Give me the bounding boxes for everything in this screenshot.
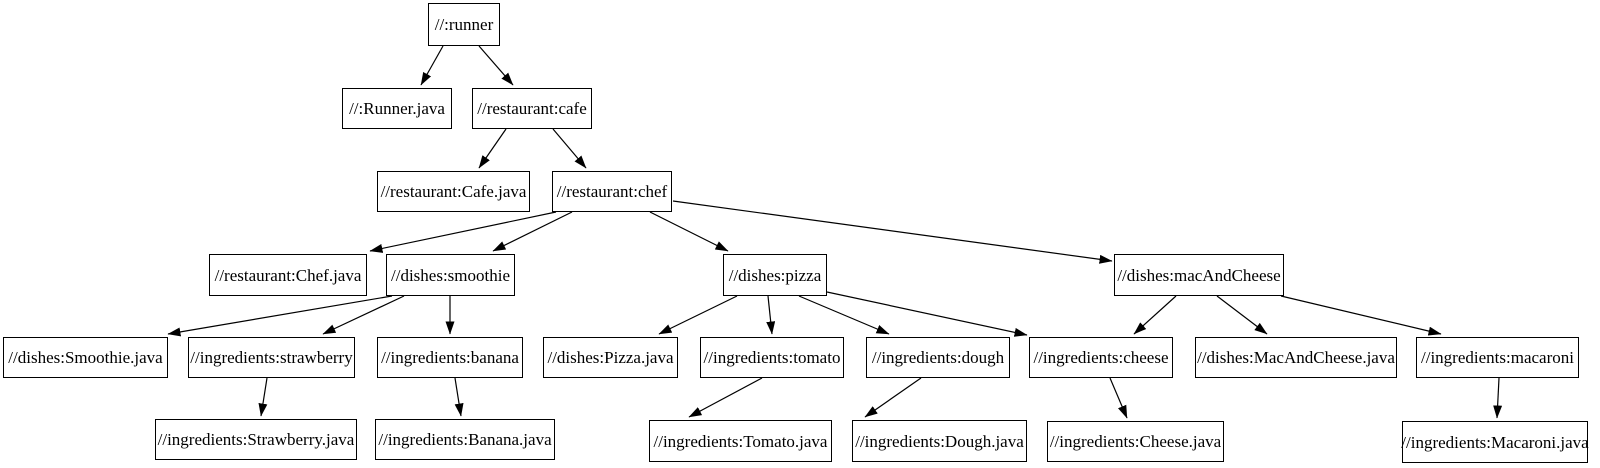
graph-node-macaroni_java: //ingredients:Macaroni.java	[1401, 421, 1589, 463]
graph-node-strawberry_java: //ingredients:Strawberry.java	[155, 419, 357, 460]
graph-node-cafe_java: //restaurant:Cafe.java	[377, 171, 530, 212]
edge-banana-to-banana_java	[454, 377, 464, 417]
graph-node-dough: //ingredients:dough	[866, 337, 1010, 378]
graph-node-cafe: //restaurant:cafe	[472, 88, 592, 129]
graph-node-runner_java: //:Runner.java	[342, 88, 452, 129]
graph-node-mac_and_cheese: //dishes:macAndCheese	[1114, 254, 1284, 296]
edge-runner-to-runner_java	[420, 45, 444, 86]
graph-node-strawberry: //ingredients:strawberry	[188, 337, 355, 378]
edge-chef-to-smoothie	[492, 211, 573, 252]
edge-cafe-to-chef	[552, 128, 587, 169]
edge-macaroni-to-macaroni_java	[1493, 377, 1503, 419]
edge-chef-to-pizza	[649, 211, 729, 252]
edge-mac_and_cheese-to-macaroni	[1280, 295, 1442, 336]
graph-node-smoothie: //dishes:smoothie	[386, 254, 515, 296]
edge-cheese-to-cheese_java	[1109, 377, 1128, 419]
edge-tomato-to-tomato_java	[688, 377, 763, 418]
graph-node-pizza: //dishes:pizza	[723, 254, 827, 296]
graph-node-pizza_java: //dishes:Pizza.java	[543, 337, 678, 378]
edge-dough-to-dough_java	[864, 377, 922, 418]
graph-node-tomato: //ingredients:tomato	[700, 337, 844, 378]
edge-strawberry-to-strawberry_java	[258, 377, 268, 417]
graph-node-banana: //ingredients:banana	[377, 337, 523, 378]
edge-smoothie-to-strawberry	[322, 295, 405, 335]
graph-node-macaroni: //ingredients:macaroni	[1416, 337, 1579, 378]
edge-chef-to-mac_and_cheese	[672, 200, 1113, 264]
edge-smoothie-to-smoothie_java	[167, 295, 393, 337]
graph-node-runner: //:runner	[428, 3, 500, 46]
graph-node-banana_java: //ingredients:Banana.java	[375, 419, 555, 460]
graph-node-chef_java: //restaurant:Chef.java	[209, 254, 367, 296]
edge-pizza-to-dough	[798, 295, 890, 335]
edge-mac_and_cheese-to-cheese	[1133, 295, 1177, 335]
graph-node-chef: //restaurant:chef	[552, 171, 672, 212]
edge-mac_and_cheese-to-mac_and_cheese_java	[1216, 295, 1268, 335]
edge-chef-to-chef_java	[369, 211, 557, 253]
edge-runner-to-cafe	[478, 45, 514, 86]
edge-pizza-to-cheese	[826, 291, 1028, 337]
edge-cafe-to-cafe_java	[478, 128, 507, 169]
edge-pizza-to-pizza_java	[658, 295, 738, 335]
edges-group	[167, 45, 1503, 419]
graph-node-cheese: //ingredients:cheese	[1029, 337, 1173, 378]
graph-node-tomato_java: //ingredients:Tomato.java	[649, 420, 832, 462]
graph-node-dough_java: //ingredients:Dough.java	[852, 420, 1027, 462]
graph-node-smoothie_java: //dishes:Smoothie.java	[3, 337, 168, 378]
graph-node-cheese_java: //ingredients:Cheese.java	[1047, 421, 1224, 462]
graph-node-mac_and_cheese_java: //dishes:MacAndCheese.java	[1195, 337, 1397, 378]
edge-pizza-to-tomato	[766, 295, 776, 335]
